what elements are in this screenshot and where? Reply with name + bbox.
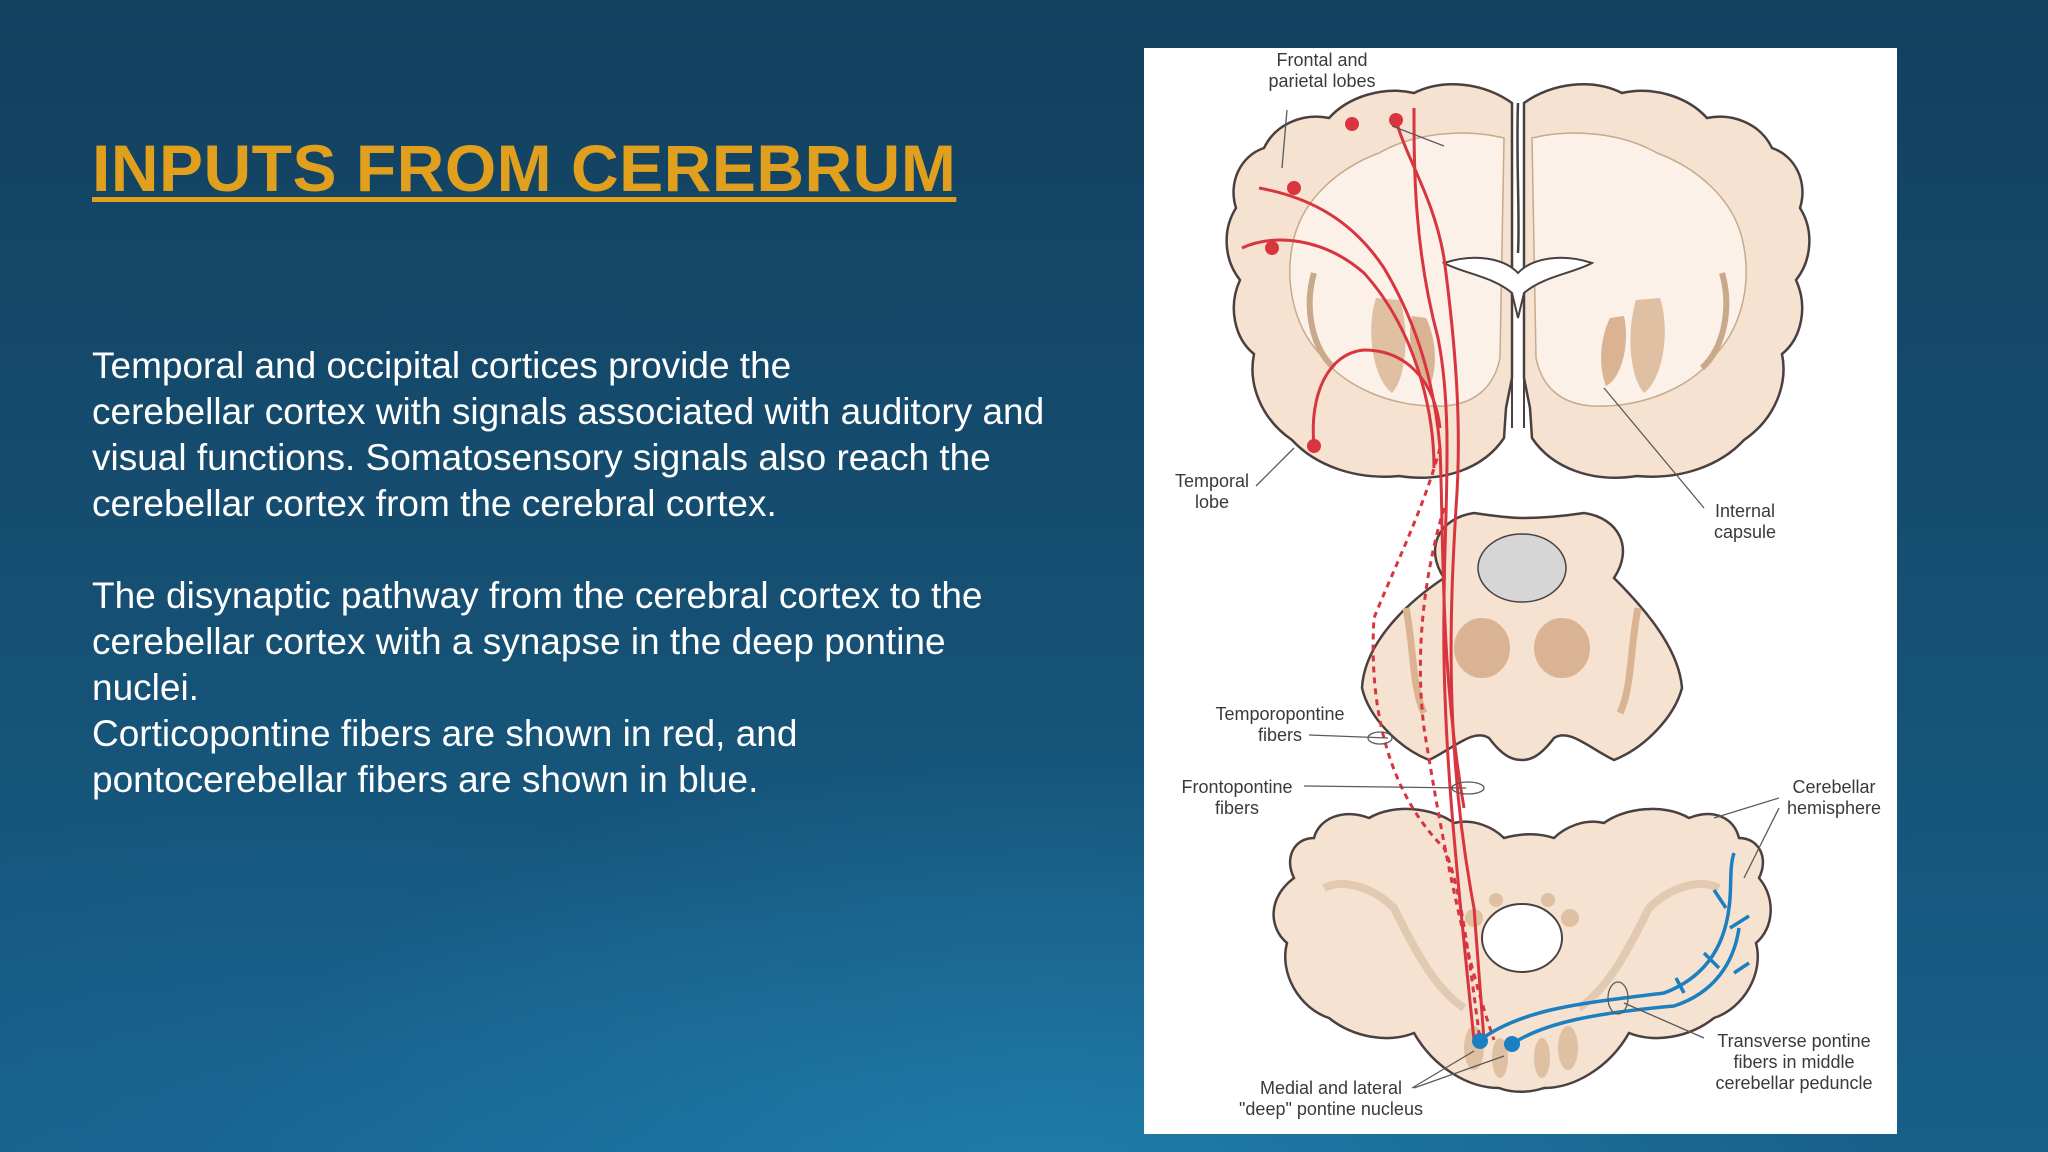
cortex-neuron-dots — [1265, 113, 1403, 453]
right-insula — [1699, 272, 1730, 371]
third-ventricle — [1511, 298, 1525, 428]
label-internal-capsule: capsule — [1714, 522, 1776, 542]
label-pontine-nucleus: Medial and lateral — [1260, 1078, 1402, 1098]
label-frontal-parietal: Frontal and — [1276, 50, 1367, 70]
right-folia — [1576, 880, 1721, 1012]
label-temporopontine: Temporopontine — [1215, 704, 1344, 724]
pontine-nucleus-dot — [1561, 909, 1579, 927]
body-line: Temporal and occipital cortices provide … — [92, 345, 792, 386]
left-insula — [1306, 272, 1337, 371]
pons-section — [1360, 511, 1684, 762]
neuron-dot — [1265, 241, 1279, 255]
fourth-ventricle — [1477, 533, 1567, 603]
red-fiber — [1412, 107, 1476, 1041]
label-frontopontine: fibers — [1215, 798, 1259, 818]
body-line: Corticopontine fibers are shown in red, … — [92, 713, 798, 754]
label-cerebellar-hemisphere: Cerebellar — [1792, 777, 1875, 797]
blue-fiber — [1478, 852, 1736, 1042]
pontocerebellar-fibers — [1478, 852, 1750, 1046]
body-line: cerebellar cortex from the cerebral cort… — [92, 483, 777, 524]
corticopontine-fibers — [1241, 107, 1496, 1041]
body-line: nuclei. — [92, 667, 199, 708]
right-pontine-tract — [1534, 618, 1590, 678]
label-temporopontine: fibers — [1258, 725, 1302, 745]
leader-temporal — [1255, 447, 1295, 487]
right-globus-pallidus — [1601, 316, 1626, 386]
pontine-nucleus-dot — [1489, 893, 1503, 907]
right-white-matter — [1531, 132, 1747, 407]
anatomy-diagram: Frontal and parietal lobes Temporal lobe… — [1175, 50, 1881, 1119]
pontine-nucleus-dot — [1541, 893, 1555, 907]
red-fiber-dashed — [1371, 447, 1482, 1041]
neuron-dot — [1504, 1036, 1520, 1052]
leader-temporopontine — [1308, 734, 1389, 739]
longitudinal-fissure — [1516, 102, 1520, 254]
body-line: cerebellar cortex with signals associate… — [92, 391, 1045, 432]
body-line: visual functions. Somatosensory signals … — [92, 437, 991, 478]
lateral-ventricles — [1441, 256, 1595, 319]
right-putamen — [1630, 298, 1665, 393]
label-temporal-lobe: Temporal — [1175, 471, 1249, 491]
right-peduncle — [1616, 607, 1642, 715]
temporopontine-marker — [1367, 731, 1393, 745]
pontine-nucleus-dot — [1534, 1038, 1550, 1078]
neuron-dot — [1345, 117, 1359, 131]
neuron-dot — [1287, 181, 1301, 195]
label-transverse-pontine: fibers in middle — [1733, 1052, 1854, 1072]
blue-fiber-branches — [1674, 889, 1750, 994]
figure-labels: Frontal and parietal lobes Temporal lobe… — [1175, 50, 1881, 1119]
red-fiber — [1311, 348, 1442, 447]
label-frontal-parietal: parietal lobes — [1268, 71, 1375, 91]
label-pontine-nucleus: "deep" pontine nucleus — [1239, 1099, 1423, 1119]
pontine-neuron-dots — [1472, 1033, 1520, 1052]
label-transverse-pontine: Transverse pontine — [1717, 1031, 1870, 1051]
body-text: Temporal and occipital cortices provide … — [92, 343, 1102, 803]
label-frontopontine: Frontopontine — [1181, 777, 1292, 797]
anatomy-figure: Frontal and parietal lobes Temporal lobe… — [1144, 48, 1897, 1134]
neuron-dot — [1389, 113, 1403, 127]
paragraph-gap — [92, 527, 1102, 573]
leader-pontine-nucleus — [1411, 1050, 1505, 1089]
cerebral-aqueduct — [1481, 903, 1563, 973]
label-transverse-pontine: cerebellar peduncle — [1715, 1073, 1872, 1093]
leader-lines — [1255, 109, 1780, 1089]
label-internal-capsule: Internal — [1715, 501, 1775, 521]
cerebellum-section — [1272, 807, 1772, 1093]
left-pontine-tract — [1454, 618, 1510, 678]
leader-transverse — [1623, 1002, 1705, 1039]
slide-title: INPUTS FROM CEREBRUM — [92, 131, 957, 205]
leader-frontopontine — [1303, 785, 1467, 789]
leader-internal-capsule — [1603, 387, 1705, 509]
frontopontine-marker — [1451, 781, 1485, 795]
pontine-nucleus-dot — [1558, 1026, 1578, 1070]
body-line: pontocerebellar fibers are shown in blue… — [92, 759, 759, 800]
label-cerebellar-hemisphere: hemisphere — [1787, 798, 1881, 818]
red-fiber — [1241, 238, 1436, 469]
transverse-marker — [1607, 981, 1629, 1015]
blue-fiber — [1511, 927, 1741, 1046]
neuron-dot — [1472, 1033, 1488, 1049]
leader-cerebellar — [1713, 797, 1780, 879]
leader-frontal-2 — [1281, 109, 1288, 169]
body-line: The disynaptic pathway from the cerebral… — [92, 575, 983, 616]
left-folia — [1322, 880, 1467, 1012]
label-temporal-lobe: lobe — [1195, 492, 1229, 512]
body-line: cerebellar cortex with a synapse in the … — [92, 621, 946, 662]
red-fiber-dashed — [1418, 507, 1496, 1041]
neuron-dot — [1307, 439, 1321, 453]
leader-frontal — [1391, 125, 1445, 147]
